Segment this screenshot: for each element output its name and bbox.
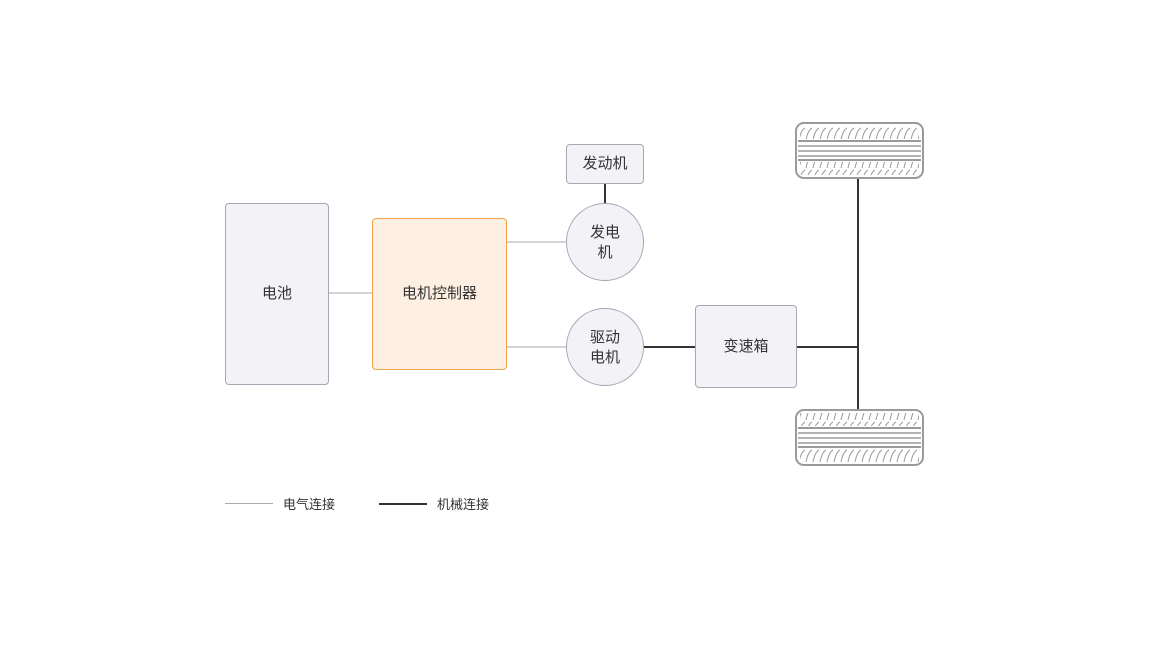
legend-mechanical-label: 机械连接 [437,498,490,513]
motor-controller-node: 电机控制器 [372,218,507,370]
legend-electrical-swatch [225,503,273,504]
generator-label: 发电机 [589,222,620,261]
engine-node: 发动机 [566,144,644,184]
drive-motor-node: 驱动电机 [566,308,644,386]
gearbox-node: 变速箱 [695,305,797,388]
legend-mechanical: 机械连接 [379,494,489,513]
drive-motor-label: 驱动电机 [589,327,620,366]
battery-label: 电池 [261,284,292,303]
wheel-bottom [795,409,924,466]
wheel-top [795,122,924,179]
engine-label: 发动机 [582,154,628,173]
legend-mechanical-swatch [379,502,427,505]
generator-node: 发电机 [566,203,644,281]
legend-electrical-label: 电气连接 [283,498,336,513]
gearbox-label: 变速箱 [723,336,769,355]
battery-node: 电池 [225,203,329,385]
motor-controller-label: 电机控制器 [401,284,477,303]
legend-electrical: 电气连接 [225,494,335,513]
